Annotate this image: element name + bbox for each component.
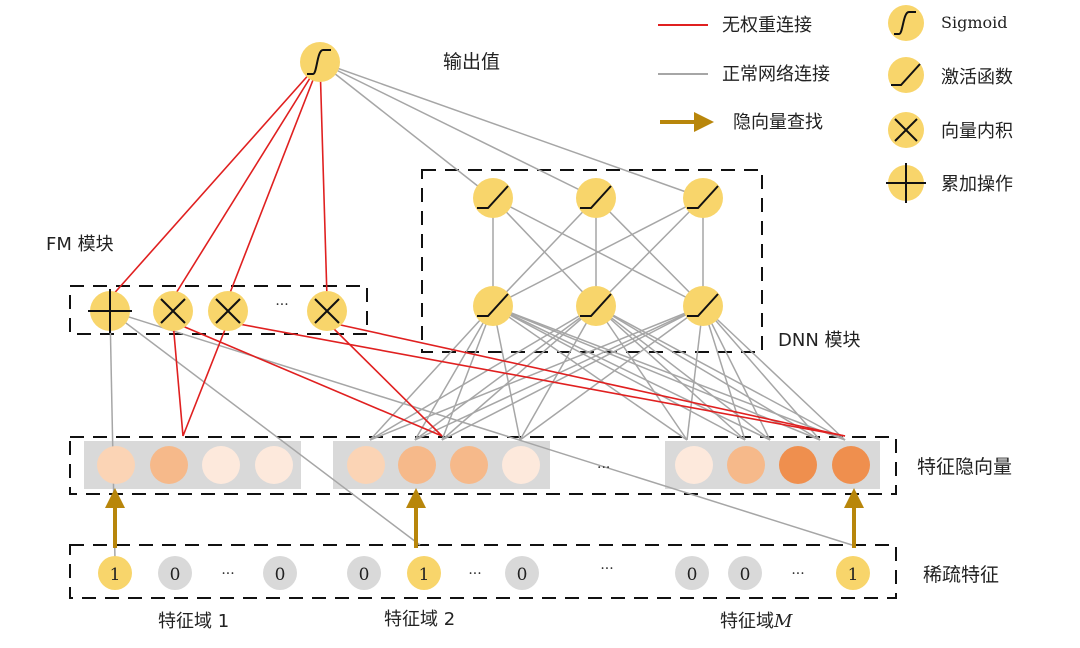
sparse-node bbox=[158, 556, 192, 590]
sparse-ellipsis: ··· bbox=[468, 566, 481, 582]
inner-product-node bbox=[307, 291, 347, 331]
sum-node bbox=[88, 289, 132, 333]
embedding-circle bbox=[832, 446, 870, 484]
output-sigmoid-node bbox=[300, 42, 340, 82]
legend-gray-label: 正常网络连接 bbox=[722, 64, 830, 85]
activation-node bbox=[473, 286, 513, 326]
sparse-node bbox=[505, 556, 539, 590]
sparse-node bbox=[347, 556, 381, 590]
sparse-nodes: 1 0 ··· 0 0 1 ··· 0 ··· 0 0 ··· 1 bbox=[98, 556, 870, 590]
activation-node bbox=[576, 286, 616, 326]
fm-nodes: ··· bbox=[88, 289, 347, 333]
sparse-layer-box bbox=[69, 544, 897, 599]
field-label-m-prefix: 特征域 bbox=[720, 611, 774, 632]
embedding-circle bbox=[255, 446, 293, 484]
field-label-2: 特征域 2 bbox=[384, 609, 455, 630]
inner-product-node bbox=[208, 291, 248, 331]
sparse-ellipsis: ··· bbox=[791, 566, 804, 582]
sparse-value: 0 bbox=[687, 565, 698, 585]
dnn-module-label: DNN 模块 bbox=[778, 330, 861, 351]
embedding-circle bbox=[150, 446, 188, 484]
sparse-node bbox=[407, 556, 441, 590]
sparse-value: 0 bbox=[275, 565, 286, 585]
field-label-1: 特征域 1 bbox=[158, 611, 229, 632]
activation-node bbox=[473, 178, 513, 218]
sparse-node bbox=[836, 556, 870, 590]
legend-inner-product-icon bbox=[888, 112, 924, 148]
sparse-value: 1 bbox=[110, 565, 121, 585]
fm-module-box bbox=[69, 285, 368, 335]
field-label-m-suffix: M bbox=[773, 611, 793, 632]
legend-activation-label: 激活函数 bbox=[941, 67, 1013, 88]
output-label: 输出值 bbox=[443, 51, 500, 73]
sparse-node bbox=[675, 556, 709, 590]
sparse-value: 0 bbox=[517, 565, 528, 585]
feature-latent-label: 特征隐向量 bbox=[917, 456, 1012, 478]
embedding-circle bbox=[202, 446, 240, 484]
legend-arrow-label: 隐向量查找 bbox=[733, 112, 823, 133]
fm-ellipsis: ··· bbox=[275, 297, 288, 313]
embedding-circle bbox=[347, 446, 385, 484]
sparse-value: 0 bbox=[359, 565, 370, 585]
sparse-node bbox=[728, 556, 762, 590]
legend-activation-icon bbox=[888, 57, 924, 93]
fm-module-label: FM 模块 bbox=[46, 234, 114, 255]
embedding-circle bbox=[97, 446, 135, 484]
sparse-value: 1 bbox=[419, 565, 430, 585]
legend-inner-product-label: 向量内积 bbox=[941, 121, 1013, 142]
embedding-circle bbox=[675, 446, 713, 484]
legend-sigmoid-label: Sigmoid bbox=[941, 13, 1007, 32]
legend-sum-label: 累加操作 bbox=[941, 174, 1013, 195]
sparse-features-label: 稀疏特征 bbox=[923, 564, 999, 586]
sparse-value: 0 bbox=[740, 565, 751, 585]
legend: 无权重连接 正常网络连接 隐向量查找 Sigmoid 激活函数 向量内积 累加操… bbox=[658, 5, 1013, 203]
inner-product-node bbox=[153, 291, 193, 331]
embedding-layer-box bbox=[69, 436, 897, 495]
dnn-module-box bbox=[421, 169, 763, 353]
dnn-nodes bbox=[473, 178, 723, 326]
activation-node bbox=[683, 178, 723, 218]
activation-node bbox=[576, 178, 616, 218]
sparse-ellipsis: ··· bbox=[221, 566, 234, 582]
legend-sum-icon bbox=[886, 163, 926, 203]
sparse-value: 1 bbox=[848, 565, 859, 585]
embedding-circle bbox=[779, 446, 817, 484]
activation-node bbox=[683, 286, 723, 326]
lookup-arrows bbox=[105, 488, 864, 548]
sparse-ellipsis: ··· bbox=[600, 561, 613, 577]
sparse-node bbox=[98, 556, 132, 590]
field-label-m: 特征域M bbox=[720, 611, 793, 632]
embedding-circle bbox=[502, 446, 540, 484]
legend-red-label: 无权重连接 bbox=[722, 15, 812, 36]
sparse-node bbox=[263, 556, 297, 590]
embedding-circle bbox=[727, 446, 765, 484]
embedding-circle bbox=[398, 446, 436, 484]
embedding-circle bbox=[450, 446, 488, 484]
embedding-circles bbox=[97, 446, 870, 484]
sparse-value: 0 bbox=[170, 565, 181, 585]
legend-sigmoid-icon bbox=[888, 5, 924, 41]
embedding-ellipsis: ··· bbox=[597, 460, 610, 476]
unweighted-connections bbox=[109, 61, 846, 437]
